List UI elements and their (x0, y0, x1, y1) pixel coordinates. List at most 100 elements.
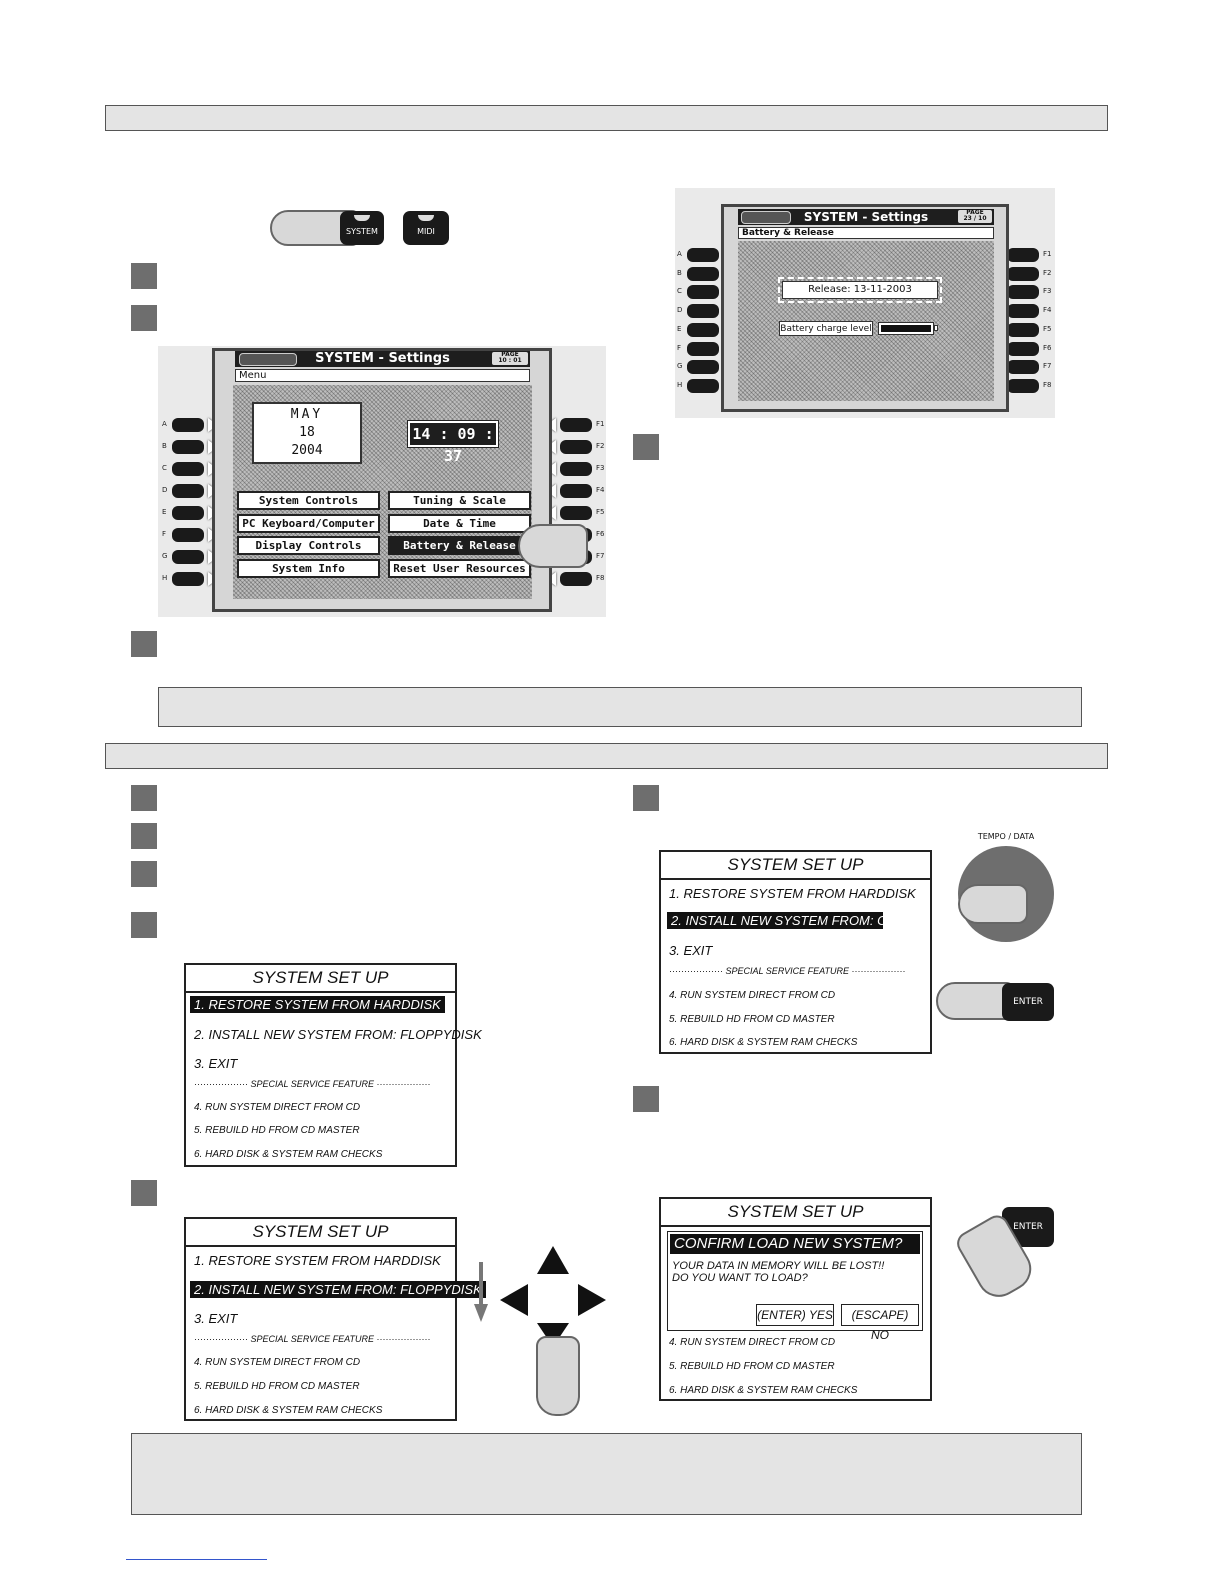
screen-content: MAY 18 2004 14 : 09 : 37 System Controls… (233, 385, 532, 599)
page-indicator[interactable]: PAGE 10 : 01 (492, 352, 528, 365)
enter-key[interactable]: ENTER (1002, 983, 1054, 1021)
softkey-f2[interactable] (1007, 266, 1039, 281)
menu-option-5[interactable]: 5. REBUILD HD FROM CD MASTER (194, 1381, 360, 1392)
menu-option-4[interactable]: 4. RUN SYSTEM DIRECT FROM CD (194, 1357, 361, 1368)
softkey-f[interactable] (687, 341, 719, 356)
softkey-label: E (162, 508, 167, 516)
menu-option-2[interactable]: 2. INSTALL NEW SYSTEM FROM: FLOPPYDISK (190, 1281, 486, 1298)
softkey-label: F4 (596, 486, 605, 494)
menu-button-system-info[interactable]: System Info (237, 558, 380, 578)
softkey-f4[interactable] (1007, 304, 1039, 319)
softkey-f1[interactable] (1007, 248, 1039, 262)
softkey-d[interactable] (687, 304, 719, 319)
softkey-label: E (677, 324, 682, 333)
step-marker (131, 912, 157, 938)
softkey-e[interactable] (172, 506, 204, 520)
softkey-f7[interactable] (1007, 360, 1039, 375)
menu-option-6[interactable]: 6. HARD DISK & SYSTEM RAM CHECKS (669, 1037, 858, 1048)
step-marker (131, 785, 157, 811)
menu-option-4[interactable]: 4. RUN SYSTEM DIRECT FROM CD (669, 990, 836, 1001)
menu-option-5[interactable]: 5. REBUILD HD FROM CD MASTER (669, 1014, 835, 1025)
softkey-f5[interactable] (560, 506, 592, 520)
softkey-label: B (162, 442, 167, 450)
softkey-f8[interactable] (1007, 378, 1039, 393)
clock-display: 14 : 09 : 37 (407, 420, 499, 465)
yes-button[interactable]: (ENTER) YES (756, 1304, 834, 1326)
softkey-b[interactable] (687, 266, 719, 281)
softkey-b[interactable] (172, 440, 204, 454)
menu-option-3[interactable]: 3. EXIT (669, 943, 713, 958)
menu-button-date-time[interactable]: Date & Time (388, 513, 531, 533)
softkey-f5[interactable] (1007, 322, 1039, 337)
softkey-g[interactable] (172, 550, 204, 564)
menu-option-5[interactable]: 5. REBUILD HD FROM CD MASTER (194, 1125, 360, 1136)
title-bar: SYSTEM - Settings PAGE 10 : 01 (235, 351, 530, 367)
cursor-left-button[interactable] (500, 1284, 528, 1316)
led-icon (354, 215, 370, 221)
tempo-data-label: TEMPO / DATA (977, 832, 1035, 841)
softkey-label: F7 (1043, 362, 1052, 371)
softkey-g[interactable] (687, 360, 719, 375)
softkey-label: C (162, 464, 167, 472)
softkey-h[interactable] (172, 572, 204, 586)
menu-option-6[interactable]: 6. HARD DISK & SYSTEM RAM CHECKS (194, 1405, 383, 1416)
battery-gauge (878, 322, 934, 335)
softkey-f[interactable] (172, 528, 204, 542)
softkey-e[interactable] (687, 322, 719, 337)
menu-option-4[interactable]: 4. RUN SYSTEM DIRECT FROM CD (194, 1102, 361, 1113)
no-button[interactable]: (ESCAPE) NO (841, 1304, 919, 1342)
softkey-c[interactable] (172, 462, 204, 476)
softkey-a[interactable] (687, 248, 719, 262)
release-box: Release: 13-11-2003 (778, 277, 942, 303)
softkey-f3[interactable] (1007, 285, 1039, 300)
footer-link-underline (126, 1559, 267, 1560)
step-marker (633, 785, 659, 811)
menu-option-1[interactable]: 1. RESTORE SYSTEM FROM HARDDISK (190, 996, 445, 1013)
system-key[interactable]: SYSTEM (340, 211, 384, 245)
menu-button-system-controls[interactable]: System Controls (237, 491, 380, 510)
menu-option-3[interactable]: 3. EXIT (194, 1056, 238, 1071)
page-indicator[interactable]: PAGE 23 / 10 (958, 210, 992, 223)
panel-title: SYSTEM SET UP (661, 852, 930, 880)
menu-option-2[interactable]: 2. INSTALL NEW SYSTEM FROM: CD ROM (667, 912, 930, 929)
softkey-label: C (677, 287, 682, 296)
menu-option-6[interactable]: 6. HARD DISK & SYSTEM RAM CHECKS (194, 1149, 383, 1160)
menu-button-tuning-scale[interactable]: Tuning & Scale (388, 491, 531, 510)
softkey-h[interactable] (687, 378, 719, 393)
cursor-up-button[interactable] (537, 1246, 569, 1274)
softkey-label: A (677, 250, 682, 258)
softkey-label: F7 (596, 552, 605, 560)
softkey-f1[interactable] (560, 418, 592, 432)
menu-button-display-controls[interactable]: Display Controls (237, 536, 380, 555)
softkey-f2[interactable] (560, 440, 592, 454)
softkey-label: F6 (596, 530, 605, 538)
cursor-right-button[interactable] (578, 1284, 606, 1316)
menu-option-4[interactable]: 4. RUN SYSTEM DIRECT FROM CD (669, 1337, 836, 1348)
setup-panel-floppy: SYSTEM SET UP 1. RESTORE SYSTEM FROM HAR… (184, 1217, 486, 1421)
menu-option-1[interactable]: 1. RESTORE SYSTEM FROM HARDDISK (194, 1253, 441, 1268)
softkey-f8[interactable] (560, 572, 592, 586)
softkey-f6[interactable] (1007, 341, 1039, 356)
menu-option-1[interactable]: 1. RESTORE SYSTEM FROM HARDDISK (669, 886, 916, 901)
menu-option-5[interactable]: 5. REBUILD HD FROM CD MASTER (669, 1361, 835, 1372)
softkey-label: F8 (1043, 380, 1052, 389)
page-title: SYSTEM - Settings (315, 351, 450, 366)
menu-button-battery-release[interactable]: Battery & Release (388, 536, 531, 555)
menu-option-3[interactable]: 3. EXIT (194, 1311, 238, 1326)
softkey-c[interactable] (687, 285, 719, 300)
special-divider: ·················· SPECIAL SERVICE FEATU… (669, 966, 906, 976)
down-arrow-icon (474, 1262, 488, 1324)
softkey-d[interactable] (172, 484, 204, 498)
section-label: Battery & Release (738, 227, 994, 239)
softkey-f3[interactable] (560, 462, 592, 476)
menu-button-reset-user-resources[interactable]: Reset User Resources (388, 558, 531, 578)
midi-key[interactable]: MIDI (403, 211, 449, 245)
softkey-a[interactable] (172, 418, 204, 432)
softkey-label: D (677, 306, 683, 315)
softkey-f4[interactable] (560, 484, 592, 498)
menu-option-6[interactable]: 6. HARD DISK & SYSTEM RAM CHECKS (669, 1385, 858, 1396)
confirm-title: CONFIRM LOAD NEW SYSTEM? (670, 1234, 920, 1254)
menu-button-pc-keyboard-computer[interactable]: PC Keyboard/Computer (237, 513, 380, 533)
pointing-hand-icon (536, 1336, 580, 1416)
menu-option-2[interactable]: 2. INSTALL NEW SYSTEM FROM: FLOPPYDISK (194, 1027, 482, 1042)
